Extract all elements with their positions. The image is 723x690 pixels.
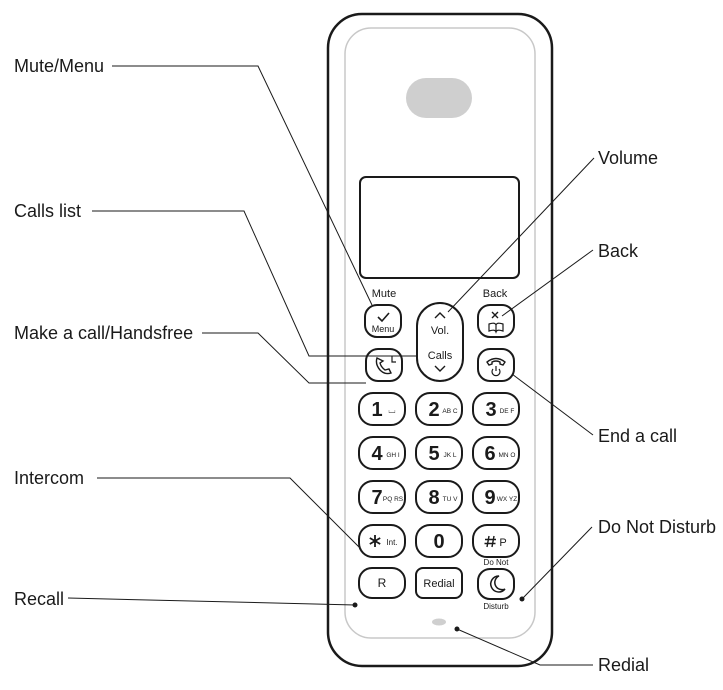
key-5[interactable]: 5 JK L [415,436,463,470]
navigation-key[interactable]: Vol. Calls [416,302,464,382]
int-label: Int. [386,538,397,547]
hang-up-icon [486,357,506,366]
do-not-caption: Do Not [484,558,510,567]
phone-handsfree-icon [375,357,392,375]
leader-do-not-disturb [521,526,593,600]
key-0[interactable]: 0 [415,524,463,558]
leader-intercom [97,477,362,550]
mute-caption: Mute [372,288,396,300]
key-digit: 7 [371,487,382,509]
key-digit: 6 [484,443,495,465]
key-letters: AB C [442,408,457,415]
back-key[interactable] [477,304,515,338]
calls-label: Calls [428,350,453,362]
redial-key[interactable]: Redial [415,567,463,599]
talk-key[interactable] [365,348,403,382]
moon-icon [490,575,506,593]
key-digit: 4 [371,443,383,465]
key-digit: 9 [484,487,495,509]
leader-end-call [511,373,594,436]
microphone-hole [432,618,446,626]
key-4[interactable]: 4 GH I [358,436,406,470]
key-1[interactable]: 1 ⌴ [358,392,406,426]
key-letters: TU V [443,496,458,503]
leader-volume [447,157,595,313]
menu-key[interactable]: Menu [364,304,402,338]
leader-back [501,249,594,317]
asterisk-icon [369,535,381,547]
key-letters: GH I [386,452,400,459]
key-letters: ⌴ [388,405,395,415]
key-digit: 3 [485,399,496,421]
redial-label: Redial [423,578,454,590]
display-screen [359,176,520,279]
key-8[interactable]: 8 TU V [415,480,463,514]
key-letters: MN O [499,452,516,459]
key-7[interactable]: 7 PQ RS [358,480,406,514]
leader-redial [456,628,593,666]
key-6[interactable]: 6 MN O [472,436,520,470]
leader-calls-list [92,210,416,357]
r-label: R [378,576,387,590]
back-caption: Back [483,288,508,300]
key-digit: 2 [428,399,439,421]
intercom-star-key[interactable]: Int. [358,524,406,558]
chevron-up-icon [434,312,446,319]
callout-volume: Volume [598,148,659,168]
callout-end-call: End a call [598,426,678,446]
key-letters: JK L [443,452,456,459]
disturb-caption: Disturb [483,602,509,611]
callout-intercom: Intercom [14,468,85,488]
chevron-down-icon [434,365,446,372]
handset-inner-bezel [344,27,536,639]
phonebook-icon [488,322,504,334]
do-not-disturb-key[interactable] [477,568,515,600]
end-call-key[interactable] [477,348,515,382]
callout-back: Back [598,241,639,261]
speaker-mark [391,356,396,363]
hash-icon [484,535,496,548]
hash-key[interactable]: P [472,524,520,558]
p-label: P [499,537,506,549]
leader-make-call [202,332,366,384]
recall-key[interactable]: R [358,567,406,599]
key-digit: 0 [433,531,444,553]
callout-redial: Redial [598,655,650,675]
key-digit: 8 [428,487,439,509]
callout-make-call: Make a call/Handsfree [14,323,194,343]
leader-mute-menu [112,65,373,306]
key-digit: 5 [428,443,439,465]
key-letters: WX YZ [497,496,517,503]
key-letters: DE F [500,408,515,415]
callout-recall: Recall [14,589,65,609]
key-2[interactable]: 2 AB C [415,392,463,426]
leader-lines [67,65,595,666]
callout-mute-menu: Mute/Menu [14,56,105,76]
key-letters: PQ RS [383,496,404,503]
callout-calls-list: Calls list [14,201,82,221]
key-digit: 1 [371,399,382,421]
menu-key-label: Menu [372,324,395,334]
leader-dots [352,596,525,632]
callout-do-not-disturb: Do Not Disturb [598,517,717,537]
vol-label: Vol. [431,325,449,337]
key-9[interactable]: 9 WX YZ [472,480,520,514]
key-3[interactable]: 3 DE F [472,392,520,426]
leader-recall [67,597,356,606]
power-icon [491,366,501,377]
earpiece [406,78,472,118]
check-icon [377,312,390,323]
close-x-icon [491,311,499,319]
